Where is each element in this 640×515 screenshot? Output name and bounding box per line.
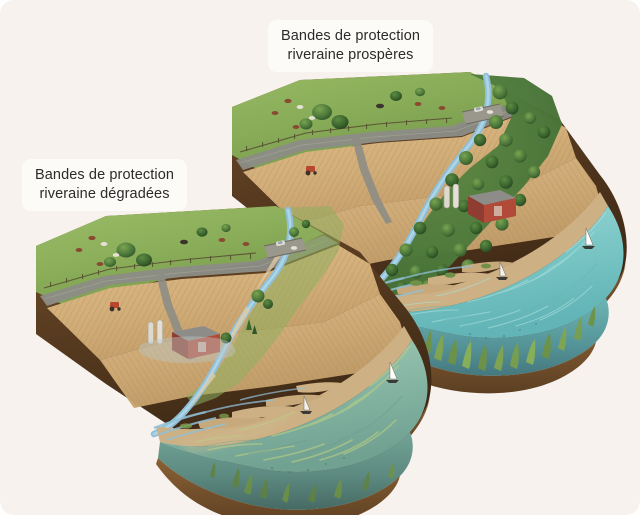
road-degraded-main: [40, 235, 338, 306]
sediment-plume-degraded: [176, 410, 304, 454]
river-highlight-degraded: [152, 208, 292, 436]
farm-prosperous: [443, 183, 516, 223]
water-specks-degraded: [271, 457, 345, 473]
farmyard-runoff-degraded: [138, 336, 236, 364]
tractor-prosperous: [305, 166, 317, 176]
farm-degraded: [147, 319, 220, 359]
water-ripples-dark-prosperous: [399, 261, 599, 321]
cattle-degraded: [75, 235, 298, 266]
sparse-riverside-trees-degraded: [220, 219, 311, 344]
lake-surface-prosperous: [356, 206, 624, 338]
sailboat-degraded-2: [300, 395, 312, 414]
field-furrows-prosperous-a: [243, 109, 576, 224]
road-centerline-prosperous: [239, 104, 525, 164]
barn-roof-degraded: [172, 326, 220, 341]
road-prosperous-main: [236, 100, 534, 170]
water-ripples-prosperous: [391, 211, 607, 329]
car-prosperous: [474, 106, 484, 113]
label-degraded-buffers: Bandes de protection riveraine dégradées: [22, 159, 188, 212]
delta-degraded: [153, 382, 346, 441]
label-prosperous-buffers: Bandes de protection riveraine prospères: [268, 20, 434, 73]
sailboat-prosperous-1: [582, 227, 595, 249]
submerged-vegetation-degraded: [210, 461, 395, 503]
pasture-trees-prosperous: [299, 87, 425, 130]
road-prosperous-farm: [352, 138, 392, 224]
water-specks-prosperous: [469, 323, 537, 339]
block-prosperous: [232, 72, 627, 394]
car-degraded: [276, 240, 286, 247]
barn-roof-prosperous: [468, 190, 516, 205]
sailboat-prosperous-2: [496, 261, 508, 280]
soil-under-lake-degraded: [156, 458, 400, 515]
pasture-trees-degraded: [104, 224, 231, 267]
tractor-degraded: [109, 302, 121, 312]
sailboat-degraded-1: [386, 361, 399, 383]
lake-surface-degraded: [160, 340, 428, 472]
lake-wall-degraded: [158, 432, 413, 510]
submerged-vegetation-prosperous: [404, 306, 596, 371]
cattle-prosperous: [271, 98, 494, 129]
block-degraded: [36, 206, 432, 515]
